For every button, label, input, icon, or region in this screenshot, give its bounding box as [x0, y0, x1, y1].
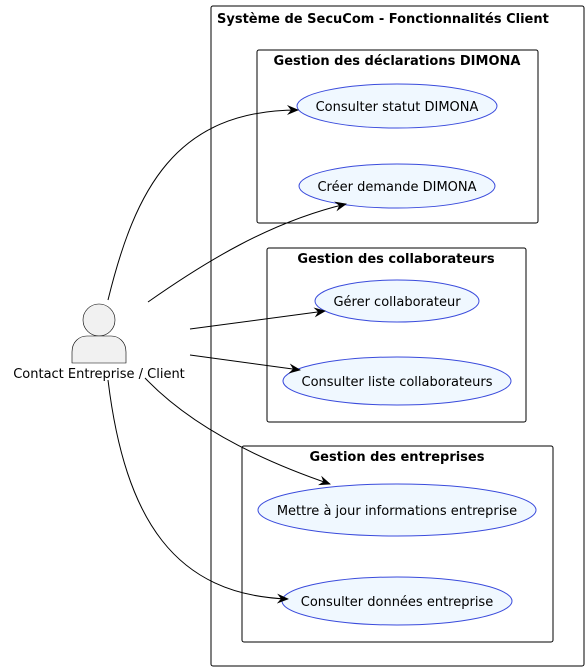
- use-case-consulter-liste-collaborateurs[interactable]: Consulter liste collaborateurs: [282, 356, 512, 406]
- use-case-consulter-statut-dimona[interactable]: Consulter statut DIMONA: [296, 83, 498, 129]
- actor-label: Contact Entreprise / Client: [13, 367, 185, 382]
- use-case-label: Gérer collaborateur: [333, 295, 461, 310]
- use-case-consulter-donnees-entreprise[interactable]: Consulter données entreprise: [281, 576, 513, 626]
- user-icon: [71, 303, 127, 364]
- use-case-label: Créer demande DIMONA: [317, 180, 476, 195]
- system-title: Système de SecuCom - Fonctionnalités Cli…: [217, 12, 549, 27]
- arrow-to-consulter-donnees-entreprise: [107, 379, 289, 604]
- use-case-mettre-a-jour-informations-entreprise[interactable]: Mettre à jour informations entreprise: [257, 483, 537, 537]
- use-case-label: Mettre à jour informations entreprise: [277, 504, 517, 519]
- arrow-to-consulter-statut-dimona: [107, 105, 299, 301]
- use-case-creer-demande-dimona[interactable]: Créer demande DIMONA: [298, 163, 496, 209]
- use-case-label: Consulter données entreprise: [301, 595, 493, 610]
- actor-contact-entreprise[interactable]: Contact Entreprise / Client: [13, 303, 185, 382]
- use-case-label: Consulter statut DIMONA: [316, 100, 479, 115]
- arrow-to-creer-demande-dimona: [147, 201, 347, 303]
- arrow-to-mettre-a-jour-informations-entreprise: [144, 377, 331, 486]
- associations: [107, 105, 347, 604]
- package-title-entreprises: Gestion des entreprises: [310, 450, 485, 465]
- arrow-to-gerer-collaborateur: [189, 307, 326, 330]
- use-case-gerer-collaborateur[interactable]: Gérer collaborateur: [314, 279, 480, 323]
- arrow-to-consulter-liste-collaborateurs: [189, 354, 301, 374]
- package-title-collaborateurs: Gestion des collaborateurs: [297, 252, 494, 267]
- package-title-dimona: Gestion des déclarations DIMONA: [274, 54, 521, 69]
- use-case-label: Consulter liste collaborateurs: [302, 375, 493, 390]
